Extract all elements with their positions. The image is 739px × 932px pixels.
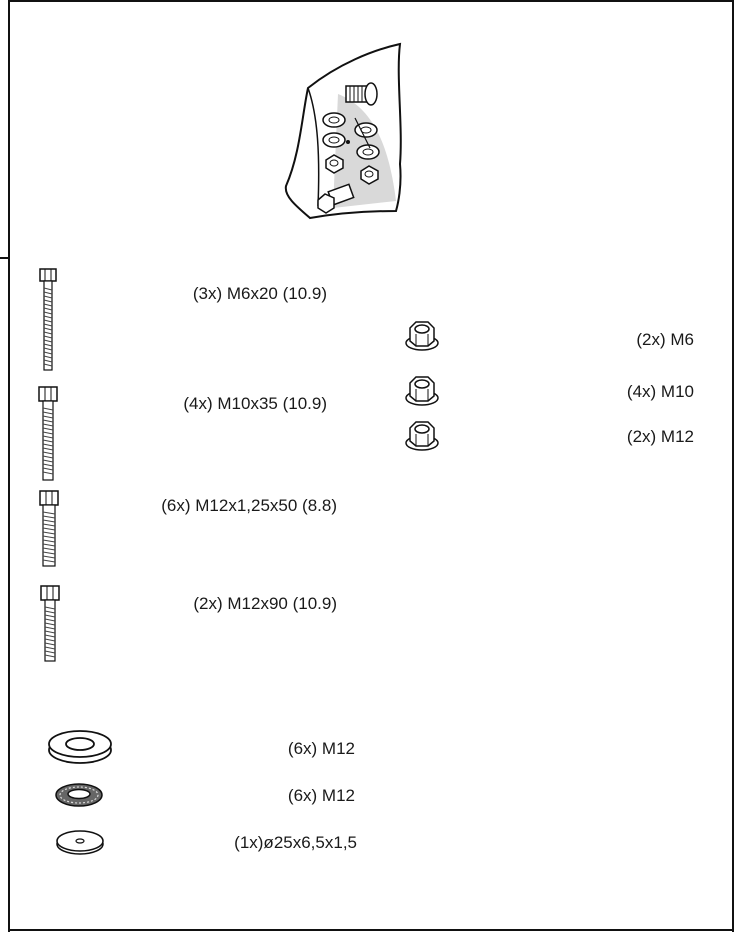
hex-nut-m6-icon	[405, 321, 439, 351]
washer-label-small: (1x)ø25x6,5x1,5	[234, 833, 357, 852]
washer-label-lock-m12: (6x) M12	[287, 786, 355, 805]
bolt-label-m10x35: (4x) M10x35 (10.9)	[183, 394, 327, 413]
flat-washer-icon	[48, 730, 112, 764]
hex-nut-m10-icon	[405, 376, 439, 406]
frame-right-border	[732, 0, 734, 932]
bolt-label-m12x90: (2x) M12x90 (10.9)	[193, 594, 337, 613]
frame-left-border	[8, 0, 10, 932]
hardware-bag-icon	[284, 42, 402, 220]
washer-label-flat-m12: (6x) M12	[287, 739, 355, 758]
nut-label-m12: (2x) M12	[626, 427, 694, 446]
bolt-m10x35-icon	[38, 386, 58, 481]
bolt-m12x50-icon	[39, 490, 59, 567]
bolt-label-m6x20: (3x) M6x20 (10.9)	[192, 284, 327, 303]
bolt-m12x90-icon	[40, 585, 60, 662]
small-washer-icon	[56, 830, 104, 855]
bolt-label-m12x50: (6x) M12x1,25x50 (8.8)	[161, 496, 337, 515]
frame-bottom-border	[8, 929, 734, 931]
nut-label-m6: (2x) M6	[636, 330, 694, 349]
nut-label-m10: (4x) M10	[626, 382, 694, 401]
bolt-m6x20-icon	[39, 268, 57, 371]
hex-nut-m12-icon	[405, 421, 439, 451]
frame-top-border	[8, 0, 734, 2]
serrated-lock-washer-icon	[55, 783, 103, 807]
section-tick	[0, 257, 10, 259]
